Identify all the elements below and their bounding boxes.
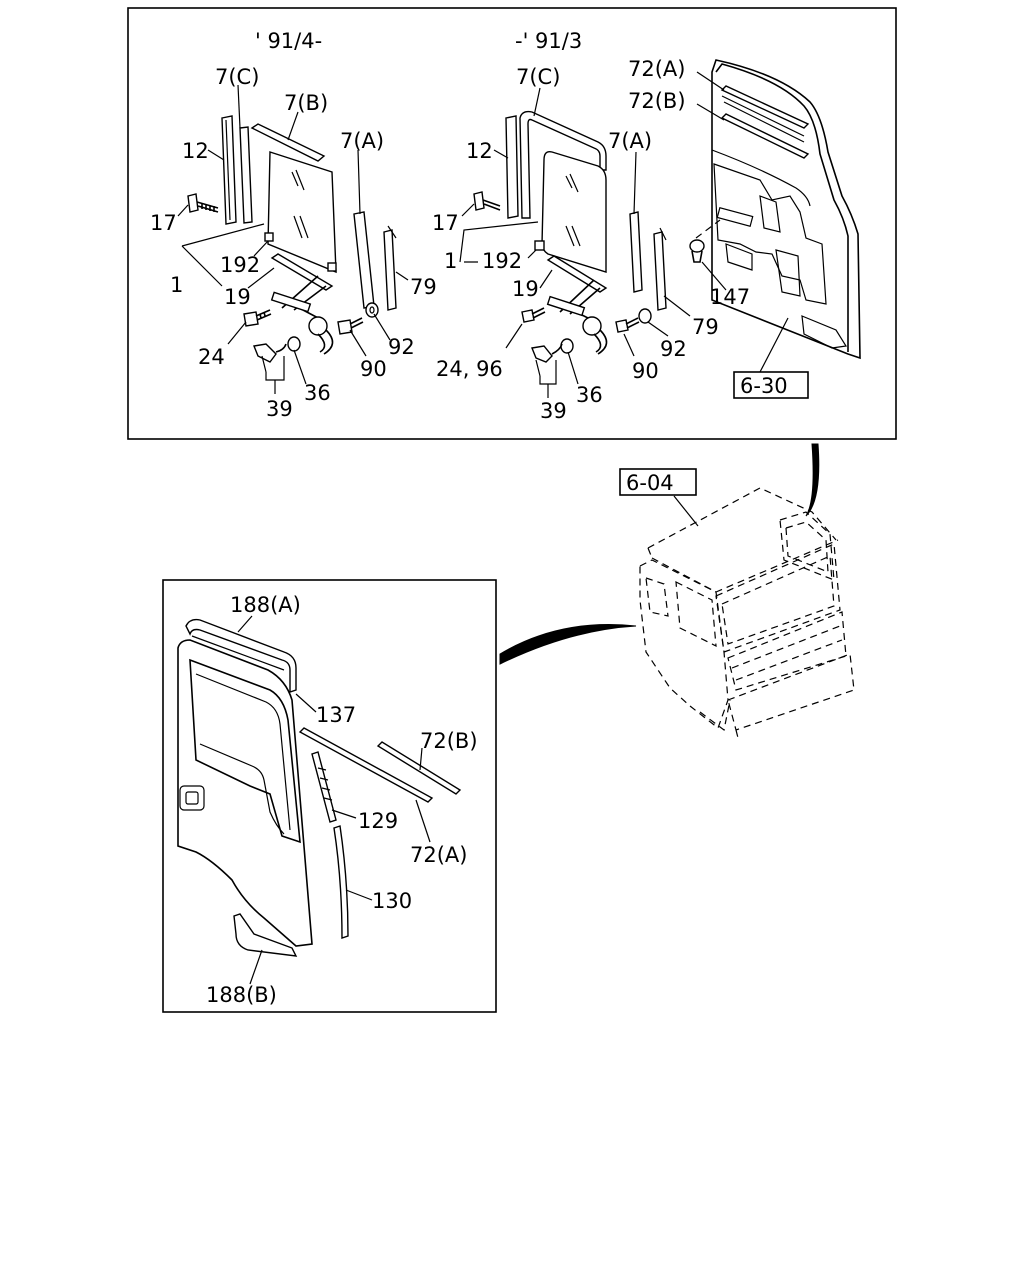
callout-7b: 7(B) (284, 91, 328, 115)
part-192-clip-r (534, 240, 545, 251)
part-7c-frame-r (519, 110, 607, 219)
part-glass-right (541, 150, 607, 273)
part-39-handle-r (531, 343, 563, 363)
door-inner-panel (711, 59, 861, 360)
callout-7c: 7(C) (215, 65, 259, 89)
part-130-channel (333, 825, 349, 939)
callout-72a: 72(A) (410, 843, 467, 867)
lower-door-assembly: 188(A) 137 72(B) 129 72(A) 130 188(B) (177, 593, 478, 1007)
part-glass-left (267, 151, 337, 274)
part-17-screw-r (473, 191, 501, 211)
period-label-after: ' 91/4- (255, 29, 322, 53)
door-outer-panel (177, 639, 313, 947)
callout-12: 12 (182, 139, 209, 163)
callout-90-r: 90 (632, 359, 659, 383)
part-72a-strip-r (720, 85, 810, 129)
part-7c-run (239, 126, 253, 224)
part-90-bolt (337, 317, 364, 335)
part-12-channel-r (505, 115, 519, 219)
period-label-before: -' 91/3 (515, 29, 582, 53)
callout-72b-r: 72(B) (628, 89, 686, 113)
callout-79: 79 (410, 275, 437, 299)
callout-39: 39 (266, 397, 293, 421)
callout-19-r: 19 (512, 277, 539, 301)
pointer-lower (499, 624, 637, 665)
callout-188a: 188(A) (230, 593, 301, 617)
ref-box-6-04 (619, 468, 697, 496)
pointer-upper (805, 443, 820, 517)
callout-7c-r: 7(C) (516, 65, 560, 89)
callout-36-r: 36 (576, 383, 603, 407)
ref-box-6-30 (733, 371, 809, 399)
callout-1: 1 (170, 273, 183, 297)
callout-7a-r: 7(A) (608, 129, 652, 153)
callout-7a: 7(A) (340, 129, 384, 153)
callout-24: 24 (198, 345, 225, 369)
callout-137: 137 (316, 703, 356, 727)
part-188b-panel (233, 913, 298, 957)
part-7a-channel-r (629, 211, 643, 293)
upper-frame (127, 7, 897, 440)
part-39-handle (253, 343, 287, 363)
part-7b-strip (250, 123, 326, 162)
callout-72a-r: 72(A) (628, 57, 685, 81)
callout-39-r: 39 (540, 399, 567, 423)
callout-192: 192 (220, 253, 260, 277)
part-24-96-bolt-r (521, 307, 546, 323)
part-90-bolt-r (615, 317, 640, 333)
part-92-washer (365, 302, 379, 318)
callout-12-r: 12 (466, 139, 493, 163)
callout-17: 17 (150, 211, 177, 235)
callout-72b: 72(B) (420, 729, 478, 753)
callout-92: 92 (388, 335, 415, 359)
part-79-channel-r (653, 231, 667, 311)
part-129-channel (311, 751, 337, 823)
part-17-screw (187, 193, 219, 213)
callout-36: 36 (304, 381, 331, 405)
callout-90: 90 (360, 357, 387, 381)
callout-17-r: 17 (432, 211, 459, 235)
part-19-regulator (270, 253, 334, 291)
part-188a-gutter (185, 618, 297, 693)
callout-79-r: 79 (692, 315, 719, 339)
callout-188b: 188(B) (206, 983, 277, 1007)
part-36-washer (287, 336, 301, 352)
cab-illustration: 6-04 (499, 443, 855, 739)
callout-1-r: 1 (444, 249, 457, 273)
door-handle-recess (179, 785, 205, 811)
left-assembly: 7(C) 7(B) 7(A) 12 17 1 192 19 79 24 92 9… (150, 65, 437, 421)
callout-130: 130 (372, 889, 412, 913)
part-147-knob (689, 239, 705, 263)
right-assembly: 7(C) 72(A) 72(B) 7(A) 12 17 1 192 19 147… (432, 57, 861, 423)
callout-92-r: 92 (660, 337, 687, 361)
part-92-washer-r (638, 308, 652, 324)
callout-147: 147 (710, 285, 750, 309)
callout-129: 129 (358, 809, 398, 833)
part-79-channel (383, 229, 397, 311)
part-72b-strip-r (720, 113, 810, 159)
part-72b-strip (376, 741, 462, 795)
callout-24-96-r: 24, 96 (436, 357, 503, 381)
callout-19: 19 (224, 285, 251, 309)
callout-192-r: 192 (482, 249, 522, 273)
ref-box-6-04-label: 6-04 (626, 471, 674, 495)
part-72a-strip (298, 727, 434, 803)
ref-box-6-30-label: 6-30 (740, 374, 788, 398)
part-36-washer-r (560, 338, 574, 354)
part-12-channel (221, 115, 237, 225)
